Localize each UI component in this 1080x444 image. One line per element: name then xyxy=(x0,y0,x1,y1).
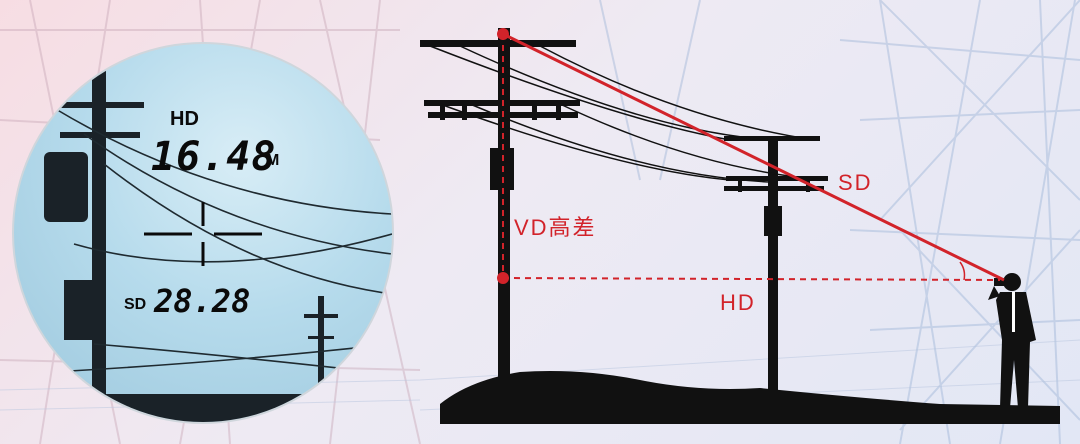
ground xyxy=(440,371,1060,424)
rangefinder-viewfinder: HD 16.48 M SD 28.28 xyxy=(12,42,394,424)
power-lines xyxy=(429,45,826,183)
hd-unit: M xyxy=(266,152,280,169)
viewfinder-scene xyxy=(14,64,392,422)
top-point xyxy=(497,28,509,40)
sd-line-label: SD xyxy=(838,170,873,195)
short-utility-pole xyxy=(724,136,828,402)
hd-label: HD xyxy=(170,108,199,130)
sd-value: 28.28 xyxy=(154,282,251,320)
vd-height-label: VD高差 xyxy=(514,215,597,240)
measurement-lines xyxy=(502,32,1005,282)
hd-value: 16.48 xyxy=(151,134,277,180)
sd-line xyxy=(502,32,1005,282)
hd-line-label: HD xyxy=(720,290,756,315)
base-point xyxy=(497,272,509,284)
crosshair-icon xyxy=(144,202,262,266)
angle-arc xyxy=(959,261,966,281)
hd-line xyxy=(502,277,1001,281)
sd-label: SD xyxy=(124,296,147,313)
person-with-rangefinder xyxy=(988,273,1036,408)
